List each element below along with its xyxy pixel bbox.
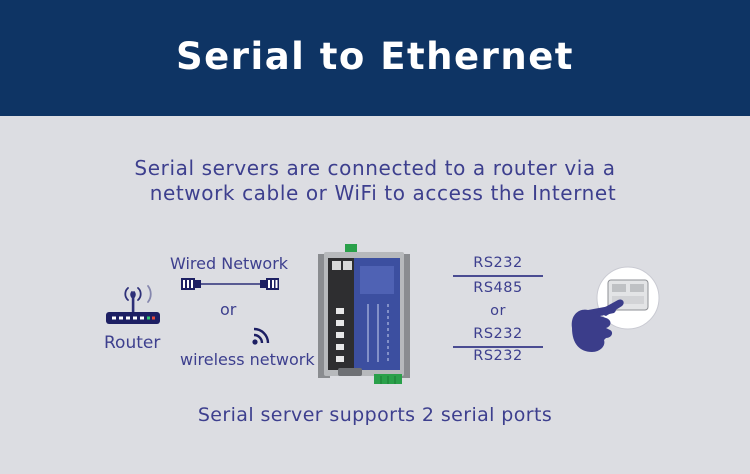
- page-title: Serial to Ethernet: [176, 35, 574, 78]
- wifi-icon: [252, 327, 270, 345]
- header-banner: Serial to Ethernet: [0, 0, 750, 116]
- router-label: Router: [104, 333, 161, 353]
- port-label-bottom: RS232: [473, 348, 523, 364]
- port-label-or: or: [490, 303, 506, 319]
- description-line-2: network cable or WiFi to access the Inte…: [149, 181, 617, 205]
- router-icon: [106, 285, 160, 324]
- or-label-left: or: [220, 300, 237, 319]
- description-line-1: Serial servers are connected to a router…: [134, 156, 616, 180]
- port-label-lower-mid: RS232: [473, 326, 523, 342]
- wired-network-label: Wired Network: [170, 254, 289, 273]
- wireless-network-label: wireless network: [180, 350, 315, 369]
- port-label-upper-mid: RS485: [473, 280, 523, 296]
- divider-line-top: [453, 275, 543, 277]
- hand-touch-icon: [571, 266, 660, 352]
- serial-server-device-icon: [318, 244, 410, 384]
- ethernet-cable-icon: [181, 278, 279, 290]
- divider-line-bottom: [453, 346, 543, 348]
- footer-caption: Serial server supports 2 serial ports: [197, 404, 553, 426]
- port-label-top: RS232: [473, 255, 523, 271]
